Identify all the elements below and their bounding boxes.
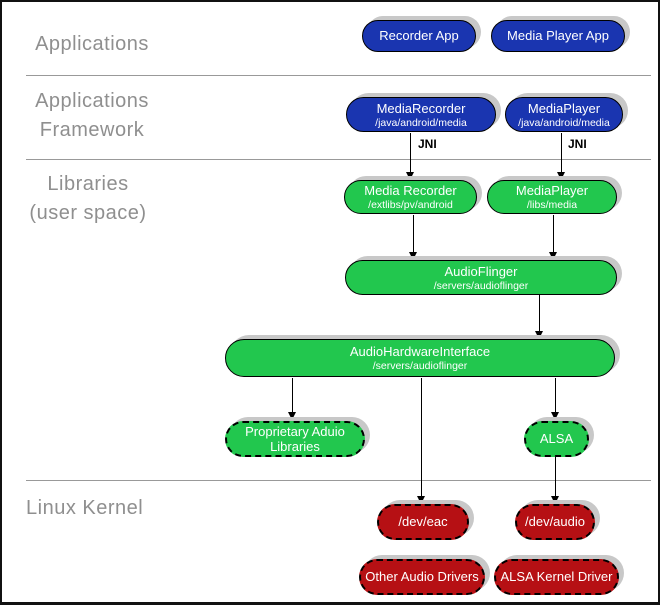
node-title: Media Player App bbox=[507, 28, 609, 43]
node-title: MediaPlayer bbox=[515, 183, 589, 198]
arrow-mediaplayer-jni bbox=[557, 133, 566, 180]
node-audioflinger: AudioFlinger /servers/audioflinger bbox=[345, 260, 617, 295]
node-audiohardwareinterface: AudioHardwareInterface /servers/audiofli… bbox=[225, 339, 615, 377]
node-subtitle: /servers/audioflinger bbox=[372, 360, 468, 372]
separator-framework-libraries bbox=[26, 159, 651, 160]
arrow-ahi-to-proprietary bbox=[288, 378, 297, 420]
edge-label-jni-right: JNI bbox=[568, 137, 587, 151]
node-title: /dev/eac bbox=[398, 514, 448, 529]
node-mediaplayer-framework: MediaPlayer /java/android/media bbox=[505, 97, 623, 132]
node-media-player-app: Media Player App bbox=[491, 20, 625, 52]
node-title: Recorder App bbox=[379, 28, 459, 43]
node-alsa: ALSA bbox=[524, 421, 589, 457]
section-label-applications: Applications bbox=[35, 33, 149, 55]
node-recorder-app: Recorder App bbox=[362, 20, 476, 52]
section-label-applications-framework: Applications Framework bbox=[35, 90, 149, 141]
arrow-ahi-to-alsa bbox=[551, 378, 560, 420]
node-title: Proprietary Aduio Libraries bbox=[245, 424, 345, 454]
node-title: ALSA Kernel Driver bbox=[500, 569, 613, 584]
node-title: Media Recorder bbox=[364, 183, 457, 198]
edge-label-jni-left: JNI bbox=[418, 137, 437, 151]
arrow-mediarecorder-to-audioflinger bbox=[409, 215, 418, 260]
node-media-recorder-lib: Media Recorder /extlibs/pv/android bbox=[344, 180, 477, 214]
node-dev-audio: /dev/audio bbox=[515, 504, 595, 540]
arrow-mediarecorder-jni bbox=[406, 133, 415, 180]
node-title: Other Audio Drivers bbox=[365, 569, 479, 584]
node-title: MediaPlayer bbox=[527, 100, 601, 116]
node-subtitle: /java/android/media bbox=[518, 116, 610, 129]
node-subtitle: /extlibs/pv/android bbox=[368, 199, 453, 211]
node-dev-eac: /dev/eac bbox=[377, 504, 469, 540]
node-subtitle: /servers/audioflinger bbox=[433, 279, 529, 292]
node-title: MediaRecorder bbox=[376, 100, 466, 116]
arrow-alsa-to-dev-audio bbox=[551, 457, 560, 504]
section-label-libraries-user-space: Libraries (user space) bbox=[29, 173, 147, 224]
section-label-linux-kernel: Linux Kernel bbox=[26, 497, 144, 519]
node-proprietary-audio-libraries: Proprietary Aduio Libraries bbox=[225, 421, 365, 457]
node-subtitle: /java/android/media bbox=[375, 116, 467, 129]
node-title: AudioHardwareInterface bbox=[349, 344, 491, 359]
arrow-mediaplayer-to-audioflinger bbox=[549, 215, 558, 260]
node-other-audio-drivers: Other Audio Drivers bbox=[359, 559, 485, 595]
arrow-audioflinger-to-ahi bbox=[535, 295, 544, 339]
node-mediaplayer-lib: MediaPlayer /libs/media bbox=[487, 180, 617, 214]
node-alsa-kernel-driver: ALSA Kernel Driver bbox=[494, 559, 619, 595]
node-mediarecorder-framework: MediaRecorder /java/android/media bbox=[346, 97, 496, 132]
separator-libraries-kernel bbox=[26, 480, 651, 481]
node-subtitle: /libs/media bbox=[526, 199, 578, 211]
node-title: AudioFlinger bbox=[444, 263, 518, 279]
node-title: /dev/audio bbox=[525, 514, 585, 529]
separator-applications-framework bbox=[26, 75, 651, 76]
node-title: ALSA bbox=[539, 431, 574, 446]
arrow-ahi-to-dev-eac bbox=[417, 378, 426, 504]
